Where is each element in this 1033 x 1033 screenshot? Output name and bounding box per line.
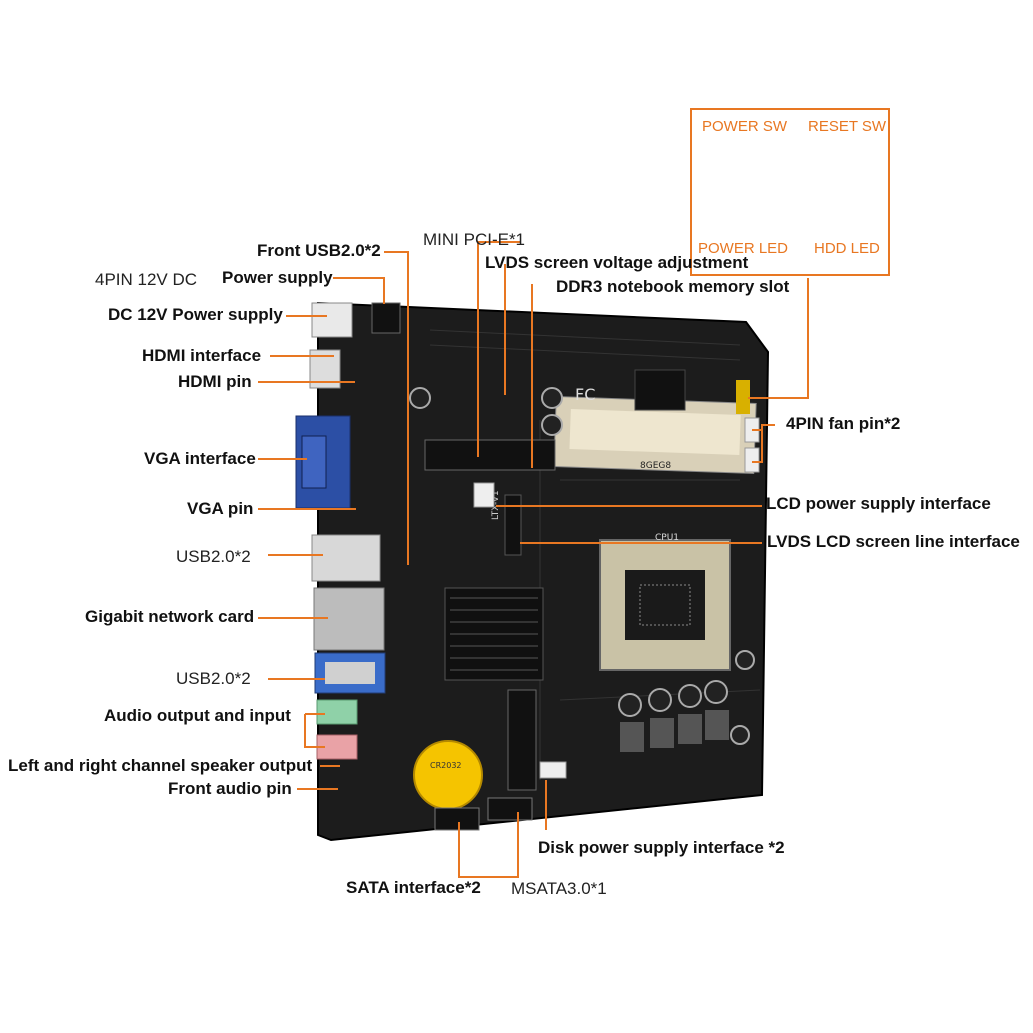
- label-hdmi-pin: HDMI pin: [178, 372, 252, 391]
- label-fan: 4PIN fan pin*2: [786, 414, 901, 433]
- label-audio-io: Audio output and input: [104, 706, 291, 725]
- front-panel-header: [736, 380, 750, 414]
- cpu-label: CPU1: [655, 533, 679, 543]
- chip-top: [634, 369, 686, 411]
- label-usb-a: USB2.0*2: [176, 547, 251, 566]
- hdd-led-label: HDD LED: [814, 240, 880, 257]
- sata-port-2: [487, 797, 533, 821]
- label-hdmi-interface: HDMI interface: [142, 346, 262, 365]
- audio-jack-green: [316, 699, 358, 725]
- label-disk-power: Disk power supply interface *2: [538, 838, 785, 857]
- label-lcd-power: LCD power supply interface: [766, 494, 991, 513]
- capacitors: [409, 387, 755, 745]
- label-mini-pcie: MINI PCI-E*1: [423, 230, 526, 249]
- ddr-label: 8GEG8: [640, 461, 671, 471]
- label-msata: MSATA3.0*1: [511, 879, 607, 898]
- dc-jack: [311, 302, 353, 338]
- disk-power-connector: [539, 761, 567, 779]
- label-ddr3: DDR3 notebook memory slot: [556, 277, 790, 296]
- leader-lines: [258, 241, 809, 878]
- usb-port-1: [311, 534, 381, 582]
- label-speaker: Left and right channel speaker output: [8, 756, 313, 775]
- label-usb-b: USB2.0*2: [176, 669, 251, 688]
- fcc-mark: FC: [575, 385, 595, 404]
- label-lvds-voltage: LVDS screen voltage adjustment: [485, 253, 749, 272]
- label-gigabit: Gigabit network card: [85, 607, 255, 626]
- label-front-audio: Front audio pin: [168, 779, 292, 798]
- label-power-supply: Power supply: [222, 268, 333, 287]
- label-lvds-line: LVDS LCD screen line interface: [767, 532, 1020, 551]
- lcd-power-connector: [473, 482, 495, 508]
- label-vga-pin: VGA pin: [187, 499, 254, 518]
- battery-label: CR2032: [430, 761, 462, 770]
- sata-port-1: [434, 807, 480, 831]
- inductors: [620, 710, 729, 752]
- power-sw-label: POWER SW: [702, 118, 787, 135]
- power-connector: [371, 302, 401, 334]
- label-dc12v: DC 12V Power supply: [108, 305, 283, 324]
- label-front-usb: Front USB2.0*2: [257, 241, 381, 260]
- label-sata: SATA interface*2: [346, 878, 481, 897]
- front-panel-callout: POWER SW RESET SW POWER LED HDD LED: [690, 108, 890, 276]
- mini-pcie-slot: [424, 439, 556, 471]
- msata-slot: [507, 689, 537, 791]
- lvds-connector: [504, 494, 522, 556]
- power-led-label: POWER LED: [698, 240, 789, 257]
- label-4pin-12v: 4PIN 12V DC: [95, 270, 198, 289]
- reset-sw-label: RESET SW: [808, 118, 887, 135]
- label-vga-interface: VGA interface: [144, 449, 256, 468]
- cmos-battery: [413, 740, 483, 810]
